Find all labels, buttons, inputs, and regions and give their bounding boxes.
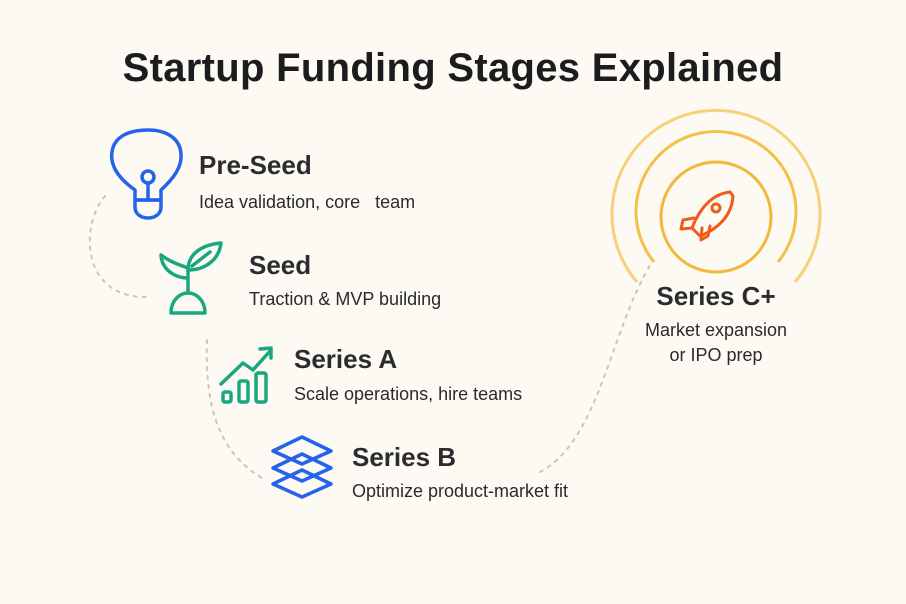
stage-desc-series-b: Optimize product-market fit <box>352 481 569 501</box>
stage-desc-pre-seed: Idea validation, core team <box>199 192 416 212</box>
stage-title-series-c: Series C+ <box>656 281 776 311</box>
stage-desc-series-c-line1: Market expansion <box>644 320 788 340</box>
stage-desc-seed: Traction & MVP building <box>249 289 442 309</box>
lightbulb-icon <box>109 128 183 220</box>
stage-title-series-b: Series B <box>352 442 457 472</box>
series-c-rings <box>610 108 822 283</box>
stage-title-pre-seed: Pre-Seed <box>199 150 312 180</box>
path-seed-to-series-a <box>205 339 263 479</box>
stage-title-seed: Seed <box>249 250 312 280</box>
growth-chart-icon <box>219 346 273 404</box>
stage-title-series-a: Series A <box>294 344 398 374</box>
layers-icon <box>271 435 333 499</box>
page-title: Startup Funding Stages Explained <box>122 46 784 90</box>
path-series-b-to-c <box>539 261 653 473</box>
path-preseed-to-seed <box>88 195 151 299</box>
rocket-icon <box>679 190 735 242</box>
sprout-icon <box>159 241 223 315</box>
stage-desc-series-c-line2: or IPO prep <box>669 345 763 365</box>
stage-desc-series-a: Scale operations, hire teams <box>294 384 523 404</box>
